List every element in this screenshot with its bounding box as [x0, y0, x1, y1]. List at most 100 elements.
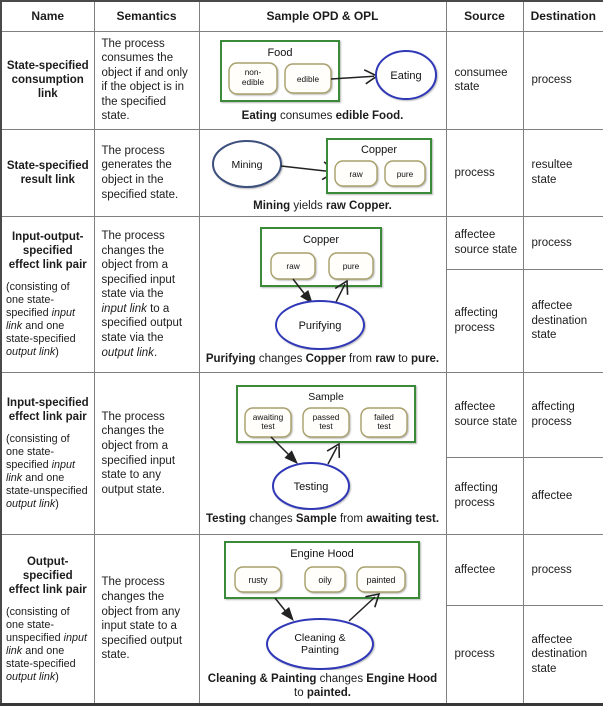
col-header-destination: Destination	[522, 0, 603, 32]
opl-text: yields	[290, 200, 326, 213]
note-italic: input link	[6, 631, 88, 657]
opl-bold: raw	[375, 352, 396, 365]
note-text: and one state-specified	[6, 320, 76, 346]
opl-text: changes	[246, 512, 296, 525]
col-header-semantics: Semantics	[93, 0, 200, 32]
semantics-italic: output link	[101, 346, 154, 359]
consumption-link-line	[330, 75, 374, 81]
opl-bold: Sample	[295, 512, 337, 525]
opl-bold: edible Food.	[335, 110, 404, 123]
state-label: pure	[342, 261, 359, 271]
link-name: State-specified result link	[6, 160, 89, 187]
opl-bold: raw Copper.	[326, 200, 392, 213]
cell-name-io-effect: Input-output-specified effect link pair …	[0, 216, 95, 374]
cell-name-input-effect: Input-specified effect link pair (consis…	[0, 372, 95, 536]
output-link-line	[326, 446, 338, 464]
opd-diagram-consumption: Food non- edible edible Eating	[219, 40, 437, 103]
process-label-line2: Painting	[301, 644, 339, 656]
opl-bold: Purifying	[205, 352, 256, 365]
destination-text: process	[531, 563, 572, 576]
note-text: )	[55, 498, 59, 510]
opl-caption: Purifying changes Copper from raw to pur…	[202, 352, 444, 366]
cell-semantics-io-effect: The process changes the object from a sp…	[93, 216, 200, 374]
state-box-rusty	[233, 566, 282, 593]
opl-text: to	[395, 352, 412, 365]
process-label: Testing	[293, 481, 328, 493]
note-text: (consisting of one state-specified	[6, 281, 70, 320]
cell-destination-input-top: affecting process	[522, 372, 603, 459]
row-io-effect-pair-bottom: affecting process affectee destination s…	[1, 269, 603, 374]
cell-source-result: process	[445, 129, 524, 218]
open-arrowhead-icon	[364, 593, 380, 608]
semantics-text: to a specified output state via the	[101, 302, 183, 345]
cell-destination-output-top: process	[522, 534, 603, 607]
opl-caption: Eating consumes edible Food.	[202, 109, 444, 123]
opd-diagram-io-effect: Copper raw pure Purifying	[259, 226, 382, 350]
row-consumption-link: State-specified consumption link The pro…	[0, 30, 603, 131]
semantics-text: The process consumes the object if and o…	[101, 37, 188, 123]
opl-bold: Engine Hood	[366, 673, 438, 686]
opl-bold: Cleaning & Painting	[207, 673, 317, 686]
row-input-effect-pair-top: Input-specified effect link pair (consis…	[0, 372, 603, 536]
cell-sample-input-effect: Sample awaiting test passed test failed …	[198, 372, 447, 536]
output-link-line	[334, 283, 346, 302]
link-name: Output-specified effect link pair	[8, 555, 87, 596]
semantics-text: .	[153, 346, 158, 359]
state-label-line1: non-	[244, 67, 261, 77]
cell-destination-result: resultee state	[522, 129, 603, 218]
link-name: Input-specified effect link pair	[6, 397, 89, 424]
object-label: Food	[267, 47, 292, 59]
state-label-line2: test	[319, 421, 333, 431]
object-label: Engine Hood	[290, 548, 354, 560]
note-text: )	[55, 670, 59, 683]
destination-text: process	[531, 236, 572, 249]
open-arrowhead-icon	[326, 442, 340, 458]
header-row: Name Semantics Sample OPD & OPL Source D…	[0, 0, 603, 32]
process-label-line1: Cleaning &	[294, 632, 345, 644]
state-label: edible	[296, 74, 319, 84]
destination-text: process	[531, 73, 572, 86]
process-ellipse-testing	[271, 461, 350, 510]
opl-bold: Copper	[305, 352, 346, 365]
state-label: oily	[318, 575, 332, 585]
note-italic: input link	[6, 459, 76, 485]
note-italic: output link	[6, 670, 56, 683]
state-box-raw	[333, 160, 378, 187]
col-header-name: Name	[0, 0, 95, 32]
state-label: rusty	[248, 575, 268, 585]
filled-arrowhead-icon	[299, 289, 313, 304]
state-label-line2: edible	[241, 77, 264, 87]
note-text: (consisting of one state-specified	[6, 433, 70, 472]
opl-text: consumes	[276, 110, 336, 123]
opl-bold: Mining	[253, 200, 291, 213]
cell-name-output-effect: Output-specified effect link pair (consi…	[0, 534, 95, 706]
state-label: raw	[349, 169, 363, 179]
state-box-painted	[355, 566, 406, 593]
result-link-line	[280, 165, 332, 173]
source-text: affectee	[454, 563, 496, 576]
state-label: painted	[366, 575, 395, 585]
source-text: affecting process	[454, 482, 498, 510]
object-label: Copper	[360, 144, 396, 156]
object-label: Copper	[302, 234, 338, 246]
destination-text: affectee	[531, 489, 573, 502]
note-text: and one state-specified	[6, 644, 76, 670]
link-name-note: (consisting of one state-specified input…	[6, 281, 90, 359]
opl-caption: Mining yields raw Copper.	[202, 199, 444, 213]
state-label-line2: test	[261, 421, 275, 431]
semantics-text: The process generates the object in the …	[101, 144, 179, 201]
open-arrowhead-icon	[334, 279, 348, 295]
link-name-note: (consisting of one state-specified input…	[6, 433, 90, 511]
cell-sample-io-effect: Copper raw pure Purifying Purifying chan…	[198, 216, 447, 374]
state-box-pure	[327, 251, 374, 280]
filled-arrowhead-icon	[280, 607, 294, 622]
state-box-oily	[303, 566, 346, 593]
opl-text: changes	[316, 673, 367, 686]
object-label: Sample	[308, 391, 344, 403]
row-io-effect-pair-top: Input-output-specified effect link pair …	[0, 216, 603, 374]
destination-text: affecting process	[531, 401, 575, 429]
link-name: Input-output-specified effect link pair	[8, 231, 87, 272]
opl-text: from	[345, 352, 376, 365]
opd-diagram-result: Mining Copper raw pure	[211, 138, 432, 195]
